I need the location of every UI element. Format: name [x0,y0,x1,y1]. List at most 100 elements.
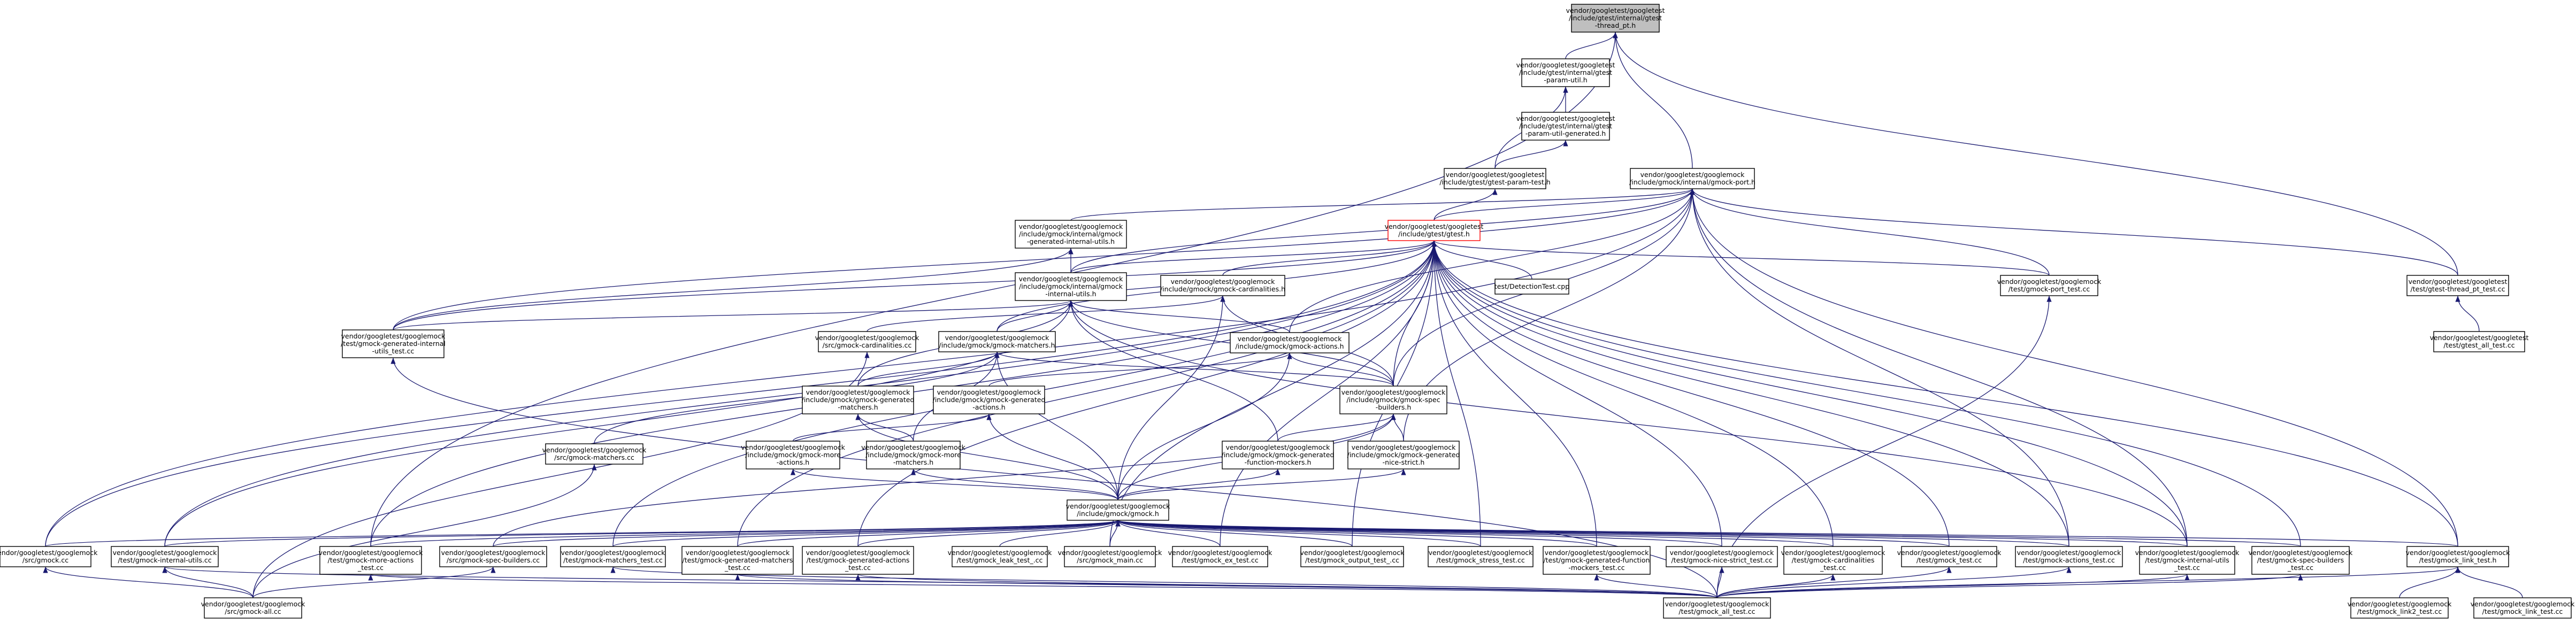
edge-gmock_h-to-matchers_h [994,351,1118,500]
node-gmock-cc[interactable]: vendor/googletest/googlemock/src/gmock.c… [0,546,98,567]
node-label-line: /test/gmock_output_test_.cc [1305,556,1399,564]
node-gen-actions-test[interactable]: vendor/googletest/googlemock/test/gmock-… [802,546,914,575]
node-gen-actions-h[interactable]: vendor/googletest/googlemock/include/gmo… [933,386,1046,414]
node-detection-test[interactable]: test/DetectionTest.cpp [1494,279,1569,295]
node-label-line: -actions.h [777,458,809,466]
node-matchers-cc[interactable]: vendor/googletest/googlemock/src/gmock-m… [542,443,647,465]
node-gmock-main[interactable]: vendor/googletest/googlemock/src/gmock_m… [1058,546,1163,567]
node-label-line: vendor/googletest/googlemock [1545,549,1650,557]
node-label-line: /test/gmock_leak_test_.cc [957,556,1043,564]
node-label-line: /test/gmock_link_test.cc [2482,607,2563,615]
node-spec-builders-test[interactable]: vendor/googletest/googlemock/test/gmock-… [2249,546,2353,575]
node-gmock-h[interactable]: vendor/googletest/googlemock/include/gmo… [1066,499,1171,521]
node-spec-builders-cc[interactable]: vendor/googletest/googlemock/src/gmock-s… [439,546,547,567]
node-gen-function-mockers-test[interactable]: vendor/googletest/googlemock/test/gmock-… [1543,546,1651,575]
node-cardinalities-cc[interactable]: vendor/googletest/googlemock/src/gmock-c… [815,331,920,352]
edge-link_test_h-to-gtest_h [1431,240,2458,547]
node-label-line: -matchers.h [838,403,878,411]
node-label-line: /test/gtest-thread_pt_test.cc [2411,285,2505,293]
node-gen-matchers-h[interactable]: vendor/googletest/googlemock/include/gmo… [802,386,915,414]
node-port-test[interactable]: vendor/googletest/googlemock/test/gmock-… [1997,275,2102,296]
node-more-matchers-h[interactable]: vendor/googletest/googlemock/include/gmo… [861,441,966,469]
node-gen-function-mockers-h[interactable]: vendor/googletest/googlemock/include/gmo… [1222,441,1335,469]
node-internal-utils-test[interactable]: vendor/googletest/googlemock/test/gmock-… [111,546,219,567]
edge-gmock_cc-to-gmock_port_h [45,188,1695,547]
node-gen-nice-strict-h[interactable]: vendor/googletest/googlemock/include/gmo… [1347,441,1460,469]
edge-gmock_all_cc-to-spec_builders_cc [252,566,496,598]
node-box [1663,597,1771,619]
node-param-gen-h[interactable]: vendor/googletest/googletest/include/gte… [1516,112,1615,141]
edge-gmock_h-to-gen_actions_h [986,413,1118,500]
node-gtest-h[interactable]: vendor/googletest/googletest/include/gte… [1385,220,1484,241]
node-label-line: vendor/googletest/googlemock [1019,275,1124,283]
node-gtest-thread-h[interactable]: vendor/googletest/googletest/include/gte… [1566,4,1665,33]
node-label-line: /include/gtest/gtest-param-test.h [1439,178,1550,186]
node-more-actions-h[interactable]: vendor/googletest/googlemock/include/gmo… [741,441,846,469]
node-box [818,331,916,352]
node-gen-internal-utils-test[interactable]: vendor/googletest/googlemock/test/gmock-… [341,329,446,358]
node-label-line: vendor/googletest/googlemock [1997,278,2102,286]
node-gen-internal-utils-h[interactable]: vendor/googletest/googlemock/include/gmo… [1015,220,1127,249]
node-matchers-h[interactable]: vendor/googletest/googlemock/include/gmo… [938,331,1056,352]
edge-gen_matchers_test-to-gtest_h [737,240,1437,547]
node-link-test[interactable]: vendor/googletest/googlemock/test/gmock_… [2471,597,2575,619]
edge-gmock_h-to-gen_function_mockers_h [1117,468,1281,500]
edge-ex_test-to-gtest_h [1220,240,1437,547]
node-label-line: vendor/googletest/googlemock [201,600,306,608]
node-gmock-test[interactable]: vendor/googletest/googlemock/test/gmock_… [1897,546,2002,567]
node-box [1347,441,1460,469]
dependency-edges [43,32,2523,598]
node-label-line: vendor/googletest/googlemock [2017,549,2122,557]
node-internal-utils-h[interactable]: vendor/googletest/googlemock/include/gmo… [1015,272,1127,301]
node-cardinalities-test[interactable]: vendor/googletest/googlemock/test/gmock-… [1781,546,1886,575]
node-internal-utils-test2[interactable]: vendor/googletest/googlemock/test/gmock-… [2135,546,2240,575]
node-gmock-all-test[interactable]: vendor/googletest/googlemock/test/gmock_… [1663,597,1771,619]
node-matchers-test[interactable]: vendor/googletest/googlemock/test/gmock-… [560,546,666,567]
node-output-test[interactable]: vendor/googletest/googlemock/test/gmock_… [1300,546,1405,567]
node-gen-matchers-test[interactable]: vendor/googletest/googlemock/test/gmock-… [681,546,794,575]
edge-actions_h-to-gmock_port_h [1289,188,1695,333]
edge-gmock_all_test-to-gen_function_mockers_test [1594,574,1718,598]
node-spec-builders-h[interactable]: vendor/googletest/googlemock/include/gmo… [1339,386,1447,414]
edge-actions_h-to-internal_utils_h [1068,300,1290,333]
edge-nice_strict_test-to-gtest_h [1431,240,1722,547]
node-label-line: vendor/googletest/googlemock [815,334,920,342]
node-more-actions-test[interactable]: vendor/googletest/googlemock/test/gmock-… [319,546,424,575]
node-label-line: -param-util.h [1544,76,1587,84]
edge-gmock_all_test-to-internal_utils_test2 [1716,574,2190,598]
edge-stress_test-to-gtest_h [1431,240,1481,547]
node-param-util-h[interactable]: vendor/googletest/googletest/include/gte… [1516,58,1615,87]
node-label-line: /include/gmock/gmock-more [865,451,961,459]
node-thread-pt-test[interactable]: vendor/googletest/googletest/test/gtest-… [2406,275,2509,296]
node-leak-test[interactable]: vendor/googletest/googlemock/test/gmock_… [948,546,1053,567]
node-gmock-all-cc[interactable]: vendor/googletest/googlemock/src/gmock-a… [201,597,306,619]
node-box [1630,168,1755,189]
node-link-test-h[interactable]: vendor/googletest/googlemock/test/gmock_… [2406,546,2511,567]
node-label-line: /include/gmock/gmock-generated [1222,451,1335,459]
node-label-line: -function-mockers.h [1245,458,1312,466]
node-ex-test[interactable]: vendor/googletest/googlemock/test/gmock_… [1168,546,1273,567]
node-param-test-h[interactable]: vendor/googletest/googletest/include/gte… [1439,168,1551,189]
node-gtest-all-test[interactable]: vendor/googletest/googletest/test/gtest_… [2430,331,2529,352]
node-label-line: /include/gtest/internal/gtest [1519,68,1612,76]
node-label-line: /include/gtest/internal/gtest [1519,122,1612,130]
node-gmock-port-h[interactable]: vendor/googletest/googlemock/include/gmo… [1629,168,1755,189]
node-label-line: /test/gmock-cardinalities [1792,556,1875,564]
node-actions-test[interactable]: vendor/googletest/googlemock/test/gmock-… [2015,546,2123,567]
node-label-line: /include/gmock/gmock-more [745,451,841,459]
node-label-line: vendor/googletest/googlemock [2249,549,2353,557]
node-stress-test[interactable]: vendor/googletest/googlemock/test/gmock_… [1428,546,1534,567]
node-label-line: /test/gmock-generated-actions [807,556,910,564]
node-link2-test[interactable]: vendor/googletest/googlemock/test/gmock_… [2348,597,2452,619]
node-label-line: /test/gmock_link_test.h [2419,556,2497,564]
edge-internal_utils_test2-to-gmock_h [1116,520,2188,547]
node-box [0,546,91,567]
edge-matchers_h-to-internal_utils_h [996,300,1074,332]
node-cardinalities-h[interactable]: vendor/googletest/googlemock/include/gmo… [1160,275,1285,296]
node-label-line: /include/gmock/gmock-generated [933,396,1046,404]
edge-port_test-to-gtest_h [1431,240,2050,276]
node-actions-h[interactable]: vendor/googletest/googlemock/include/gmo… [1230,332,1350,353]
node-nice-strict-test[interactable]: vendor/googletest/googlemock/test/gmock-… [1666,546,1778,567]
node-box [1521,112,1610,141]
node-label-line: /src/gmock-cardinalities.cc [823,341,912,349]
